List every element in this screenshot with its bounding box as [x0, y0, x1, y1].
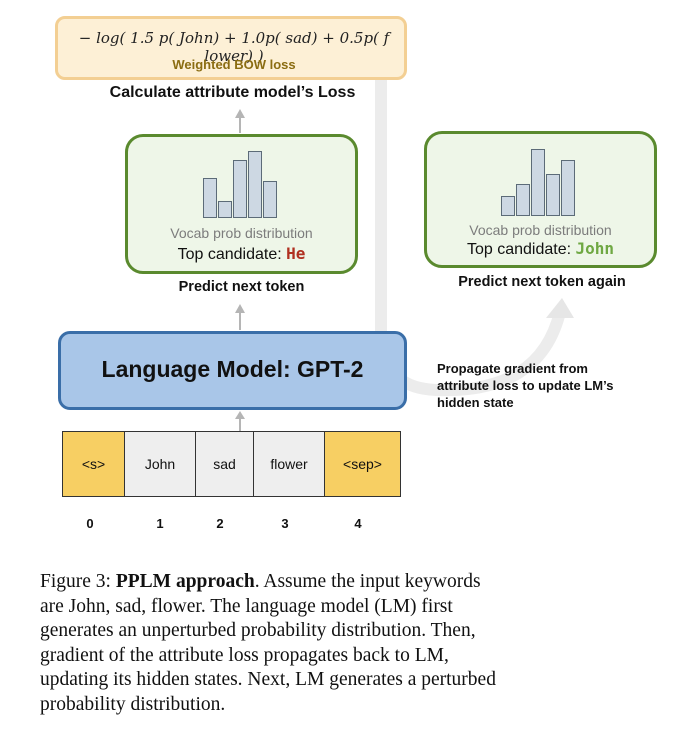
- top-candidate: Top candidate: He: [128, 244, 355, 264]
- language-model-box: Language Model: GPT-2: [58, 331, 407, 410]
- token-index: 2: [216, 516, 224, 531]
- token-cell: John: [124, 431, 196, 497]
- token-index: 0: [86, 516, 94, 531]
- predict-next-token-label: Predict next token: [178, 279, 305, 295]
- top-candidate-prefix: Top candidate:: [177, 246, 287, 263]
- dist-bar: [233, 160, 247, 218]
- token-cell: flower: [253, 431, 325, 497]
- dist-bar: [218, 201, 232, 218]
- pplm-diagram: − log( 1.5 p( John) + 1.0p( sad) + 0.5p(…: [55, 16, 657, 531]
- top-candidate: Top candidate: John: [427, 239, 654, 259]
- predict-again-label: Predict next token again: [458, 274, 626, 290]
- token-cell: <s>: [62, 431, 125, 497]
- token-index: 3: [281, 516, 289, 531]
- loss-label: Weighted BOW loss: [172, 57, 296, 72]
- dist-bar: [546, 174, 560, 216]
- dist-bar: [516, 184, 530, 216]
- token-index: 1: [156, 516, 164, 531]
- unperturbed-dist-box: Vocab prob distribution Top candidate: H…: [125, 134, 358, 274]
- dist-bar: [561, 160, 575, 216]
- loss-box: − log( 1.5 p( John) + 1.0p( sad) + 0.5p(…: [55, 16, 407, 80]
- candidate-word: John: [575, 239, 615, 258]
- vocab-label: Vocab prob distribution: [469, 222, 612, 238]
- token-cell: <sep>: [324, 431, 401, 497]
- calc-loss-label: Calculate attribute model’s Loss: [109, 84, 356, 101]
- figure-caption: Figure 3: PPLM approach. Assume the inpu…: [40, 570, 500, 717]
- gradient-arrowhead: [546, 298, 574, 318]
- caption-title: PPLM approach: [115, 571, 255, 592]
- candidate-word: He: [286, 244, 306, 263]
- token-cell: sad: [195, 431, 254, 497]
- figure-label: Figure 3:: [40, 571, 116, 592]
- dist-bar: [263, 181, 277, 218]
- top-candidate-prefix: Top candidate:: [466, 241, 576, 258]
- propagate-gradient-text: Propagate gradient from attribute loss t…: [437, 361, 614, 410]
- dist-bar: [203, 178, 217, 218]
- loss-formula: − log( 1.5 p( John) + 1.0p( sad) + 0.5p(…: [78, 29, 390, 65]
- dist-bar: [501, 196, 515, 216]
- token-index: 4: [354, 516, 362, 531]
- dist-bar: [248, 151, 262, 218]
- caption-body: . Assume the input keywords are John, sa…: [40, 571, 496, 715]
- dist-bar: [531, 149, 545, 216]
- vocab-label: Vocab prob distribution: [170, 225, 313, 241]
- perturbed-dist-box: Vocab prob distribution Top candidate: J…: [424, 131, 657, 268]
- lm-title: Language Model: GPT-2: [101, 356, 364, 382]
